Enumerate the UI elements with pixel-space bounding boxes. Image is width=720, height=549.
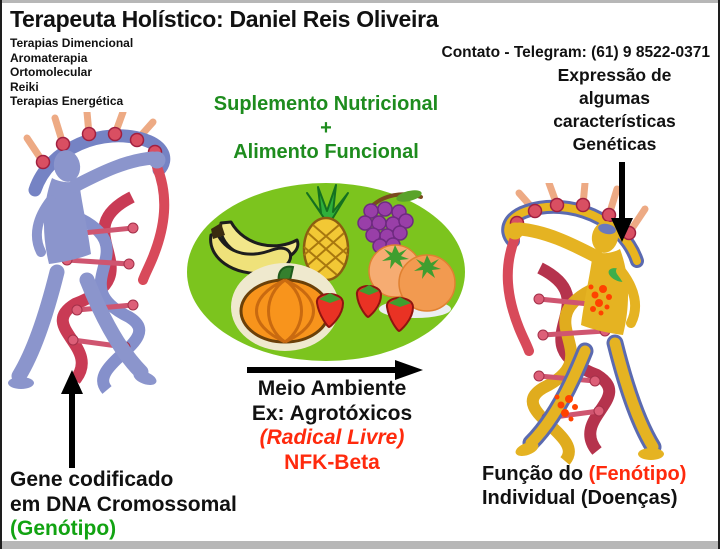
supplement-line: Alimento Funcional [233, 141, 419, 163]
up-arrow-icon [61, 370, 83, 468]
expression-line: características [553, 111, 676, 131]
therapy-item: Terapias Energética [10, 94, 124, 108]
dna-blue-strand [62, 206, 145, 394]
down-arrow-icon [611, 162, 633, 242]
dna-human-yellow-icon [501, 183, 664, 465]
environment-caption: Meio Ambiente Ex: Agrotóxicos (Radical L… [207, 377, 457, 475]
genotype-line: em DNA Cromossomal [10, 492, 237, 516]
environment-line: Meio Ambiente [257, 377, 407, 400]
dna-red-tail [502, 233, 534, 356]
supplement-line: Suplemento Nutricional [213, 93, 439, 115]
therapies-list: Terapias Dimencional Aromaterapia Ortomo… [10, 36, 133, 109]
genotype-caption: Gene codificado em DNA Cromossomal (Genó… [10, 468, 237, 542]
grapes-icon [357, 190, 423, 263]
top-frame-bar [2, 0, 718, 3]
expression-caption: Expressão de algumas características Gen… [522, 64, 707, 156]
dna-red-tail [138, 162, 170, 285]
bananas-icon [209, 220, 300, 276]
dna-knobs [35, 126, 163, 170]
phenotype-line2: Individual (Doenças) [482, 486, 678, 509]
phenotype-label: (Fenótipo) [588, 463, 687, 485]
nfk-beta-label: NFK-Beta [284, 450, 380, 474]
contact-telegram: Contato - Telegram: (61) 9 8522-0371 [441, 44, 710, 61]
radical-livre-label: (Radical Livre) [259, 426, 405, 449]
inflammation-spots-chest [588, 284, 612, 316]
environment-line: Ex: Agrotóxicos [251, 401, 413, 425]
expression-line: algumas [579, 88, 650, 108]
bottom-frame-bar [2, 541, 718, 549]
phenotype-caption: Função do (Fenótipo) Individual (Doenças… [482, 463, 686, 510]
expression-line: Expressão de [557, 65, 672, 85]
pumpkin-icon [231, 263, 339, 351]
therapy-item: Aromaterapia [10, 50, 88, 65]
supplement-caption: Suplemento Nutricional + Alimento Funcio… [180, 92, 472, 164]
expression-line: Genéticas [572, 134, 657, 154]
tomatoes-icon [368, 244, 456, 318]
genotype-label: (Genótipo) [10, 517, 117, 540]
fruits-oval-illustration [187, 183, 465, 361]
phenotype-prefix: Função do [482, 463, 589, 485]
therapy-item: Ortomolecular [10, 65, 93, 79]
genotype-line: Gene codificado [10, 468, 174, 491]
dna-yellow-strand [527, 277, 610, 465]
therapy-item: Terapias Dimencional [10, 36, 134, 50]
supplement-plus: + [320, 117, 332, 139]
therapy-item: Reiki [10, 79, 39, 94]
inflammation-spots-leg [554, 394, 578, 422]
right-arrow-icon [247, 360, 423, 380]
phenotype-line1: Função do (Fenótipo) [482, 463, 686, 487]
pineapple-icon [302, 184, 350, 282]
strawberries-icon [316, 285, 415, 333]
human-body-blue [8, 150, 166, 389]
dna-human-blue-icon [8, 112, 171, 394]
page-title: Terapeuta Holístico: Daniel Reis Oliveir… [10, 6, 439, 32]
